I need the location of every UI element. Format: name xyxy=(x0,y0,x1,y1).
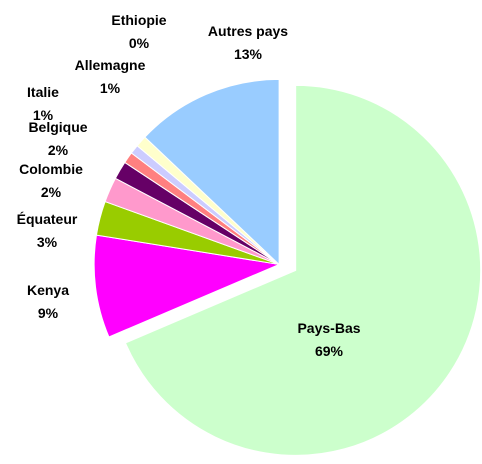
pie-slice-kenya xyxy=(93,234,281,338)
slice-label-pays-bas: Pays-Bas 69% xyxy=(297,320,360,359)
slice-label-percent: 2% xyxy=(41,184,62,200)
slice-label-percent: 2% xyxy=(48,142,69,158)
slice-label-belgique: Belgique 2% xyxy=(28,119,87,158)
slice-label-name: Pays-Bas xyxy=(297,320,360,336)
pie-slice-autres-pays xyxy=(144,78,280,266)
slice-label-name: Kenya xyxy=(27,282,69,298)
slice-label-name: Allemagne xyxy=(75,57,146,73)
slice-label-name: Équateur xyxy=(17,211,78,227)
slice-label-allemagne: Allemagne 1% xyxy=(75,57,146,96)
slice-label-percent: 1% xyxy=(100,80,121,96)
slice-label-name: Colombie xyxy=(19,161,83,177)
slice-label-percent: 3% xyxy=(37,234,58,250)
slice-label-percent: 1% xyxy=(33,107,54,123)
slice-label-percent: 13% xyxy=(234,46,263,62)
slice-label-percent: 9% xyxy=(38,305,59,321)
slice-label-name: Belgique xyxy=(28,119,87,135)
slice-label-name: Autres pays xyxy=(208,23,288,39)
slice-label-autres-pays: Autres pays 13% xyxy=(208,23,288,62)
pie-slice-pays-bas xyxy=(124,84,482,456)
slice-label-percent: 0% xyxy=(129,35,150,51)
slice-label-colombie: Colombie 2% xyxy=(19,161,83,200)
pie-slices xyxy=(93,78,482,456)
slice-label-percent: 69% xyxy=(315,343,344,359)
slice-label-italie: Italie 1% xyxy=(27,84,59,123)
slice-label-kenya: Kenya 9% xyxy=(27,282,69,321)
slice-label-name: Ethiopie xyxy=(111,12,166,28)
slice-label-name: Italie xyxy=(27,84,59,100)
slice-label-équateur: Équateur 3% xyxy=(17,211,78,250)
slice-label-ethiopie: Ethiopie 0% xyxy=(111,12,166,51)
